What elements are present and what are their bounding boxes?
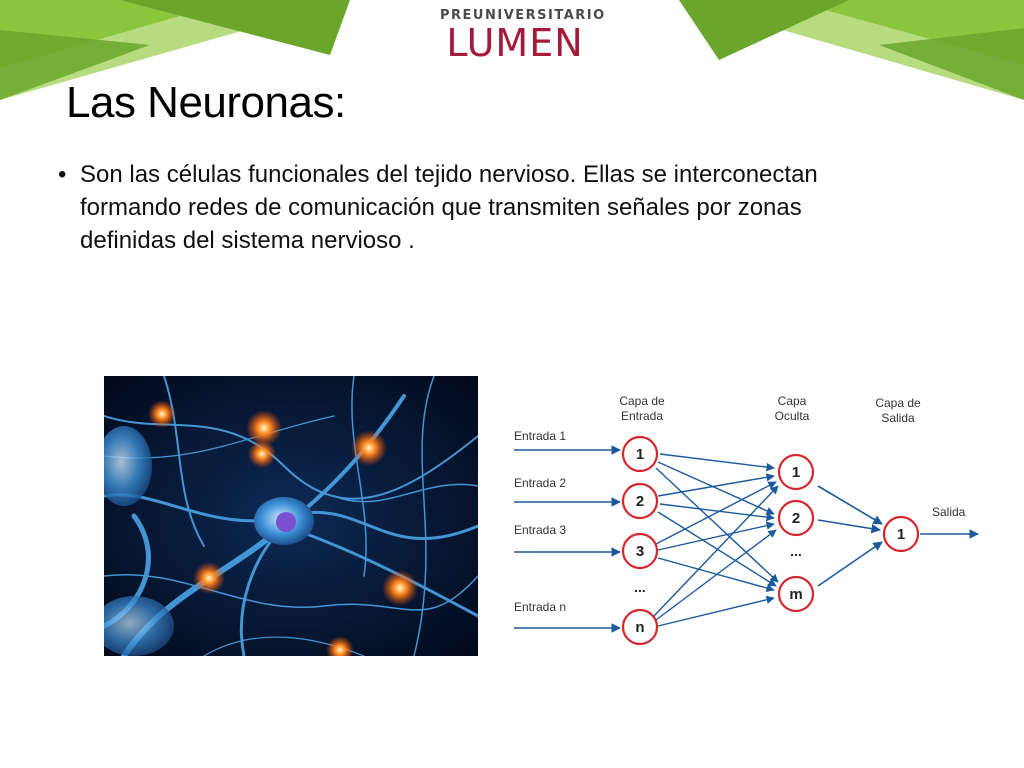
layer-label-output-line2: Salida <box>881 411 915 425</box>
layer-label-input-line1: Capa de <box>619 394 665 408</box>
hidden-ellipsis: ... <box>790 543 802 559</box>
connection-i2-h1 <box>657 473 775 497</box>
input-node-1-label: 1 <box>636 446 644 463</box>
right-corner-decoration <box>679 0 1024 100</box>
output-node-1 <box>882 515 920 553</box>
connection-i2-h2 <box>659 503 775 522</box>
input-node-3-label: 3 <box>636 543 644 560</box>
left-corner-decoration <box>0 0 350 100</box>
connection-i3-h1 <box>655 481 777 545</box>
connection-i3-hm <box>657 557 775 593</box>
input-label-1: Entrada 1 <box>514 429 566 443</box>
input-node-n <box>621 608 659 646</box>
connection-i1-h1 <box>659 453 775 472</box>
input-node-2 <box>621 482 659 520</box>
layer-label-hidden-line2: Oculta <box>775 409 810 423</box>
bullet-text: Son las células funcionales del tejido n… <box>80 161 818 254</box>
connection-h1-o1 <box>817 485 883 525</box>
input-label-n: Entrada n <box>514 600 566 614</box>
output-node-1-label: 1 <box>897 526 905 543</box>
connection-in-hm <box>657 595 775 627</box>
slide-title: Las Neuronas: <box>66 78 346 127</box>
hidden-node-m <box>777 575 815 613</box>
input-node-2-label: 2 <box>636 493 644 510</box>
layer-label-hidden-line1: Capa <box>778 394 807 408</box>
output-label: Salida <box>932 505 966 519</box>
connection-in-h1 <box>653 485 779 617</box>
input-label-2: Entrada 2 <box>514 476 566 490</box>
input-node-n-label: n <box>635 619 644 636</box>
hidden-node-m-label: m <box>789 586 802 603</box>
logo-top-text: PREUNIVERSITARIO <box>440 8 606 23</box>
connection-i3-h2 <box>657 521 775 551</box>
connection-hm-o1 <box>817 541 883 587</box>
hidden-node-2-label: 2 <box>792 510 800 527</box>
input-node-3 <box>621 532 659 570</box>
layer-label-input-line2: Entrada <box>621 409 663 423</box>
connection-h2-o1 <box>817 519 881 534</box>
input-ellipsis: ... <box>634 579 646 595</box>
layer-label-output-line1: Capa de <box>875 396 921 410</box>
bullet-item: • Son las células funcionales del tejido… <box>58 158 888 257</box>
input-label-3: Entrada 3 <box>514 523 566 537</box>
neuron-photo <box>104 376 478 656</box>
logo-main-text: LUMEN <box>446 21 584 65</box>
connection-in-h2 <box>655 529 777 621</box>
connection-i1-h2 <box>657 461 775 515</box>
lumen-logo: PREUNIVERSITARIO LUMEN <box>440 8 606 65</box>
hidden-node-2 <box>777 499 815 537</box>
connection-i1-hm <box>655 467 779 583</box>
input-node-1 <box>621 435 659 473</box>
bullet-icon: • <box>58 161 67 188</box>
hidden-node-1-label: 1 <box>792 464 800 481</box>
neural-network-diagram: Capa de Entrada Capa Oculta Capa de Sali… <box>514 394 979 646</box>
hidden-node-1 <box>777 453 815 491</box>
